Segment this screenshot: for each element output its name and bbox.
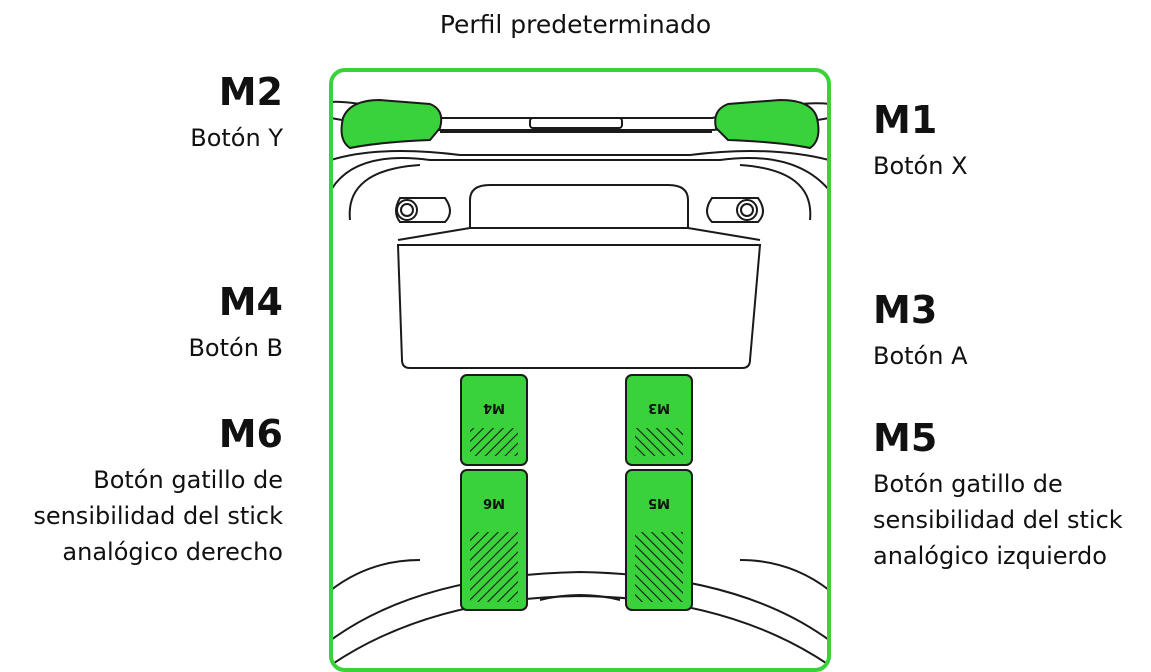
controller-shell-left <box>331 150 829 161</box>
bottom-arch-outer <box>331 570 829 641</box>
paddle-m6-label: M6 <box>483 495 505 510</box>
controller-shell-outline <box>331 157 829 191</box>
bottom-lip <box>539 594 621 601</box>
label-m2: M2 Botón Y <box>190 70 283 156</box>
paddle-m6: M6 <box>460 469 528 611</box>
panel-outline-left <box>397 227 471 241</box>
label-m2-desc: Botón Y <box>190 124 283 152</box>
paddle-m5-label: M5 <box>648 495 670 510</box>
bottom-arch-inner <box>331 594 829 666</box>
side-button-left <box>395 197 451 223</box>
diagram-title: Perfil predeterminado <box>439 10 712 39</box>
paddle-m4-label: M4 <box>483 400 505 415</box>
label-m6-desc: Botón gatillo de sensibilidad del stick … <box>33 466 283 566</box>
label-m1-desc: Botón X <box>873 152 968 180</box>
label-m4-code: M4 <box>218 280 283 324</box>
paddle-m4: M4 <box>460 374 528 466</box>
label-m3-desc: Botón A <box>873 342 968 370</box>
profile-frame <box>329 68 831 672</box>
controller-screen-panel <box>396 244 762 369</box>
label-m5-desc: Botón gatillo de sensibilidad del stick … <box>873 470 1123 570</box>
label-m3: M3 Botón A <box>873 288 968 374</box>
bumper-left-icon <box>340 98 443 150</box>
shell-inner-left <box>348 164 421 221</box>
label-m5: M5 Botón gatillo de sensibilidad del sti… <box>873 416 1151 574</box>
paddle-m3-label: M3 <box>648 400 670 415</box>
bottom-handle-left <box>331 559 421 591</box>
bumper-right-icon <box>714 98 820 150</box>
paddle-m3: M3 <box>625 374 693 466</box>
label-m1-code: M1 <box>873 98 938 142</box>
side-button-right <box>706 197 764 223</box>
panel-outline-right <box>687 227 761 241</box>
controller-hump <box>469 184 689 229</box>
label-m5-code: M5 <box>873 416 938 460</box>
label-m2-code: M2 <box>218 70 283 114</box>
paddle-m5: M5 <box>625 469 693 611</box>
bottom-handle-right <box>739 559 829 591</box>
label-m3-code: M3 <box>873 288 938 332</box>
label-m6-code: M6 <box>218 412 283 456</box>
top-center-slot <box>529 117 623 129</box>
shell-inner-right <box>739 164 812 221</box>
label-m4: M4 Botón B <box>188 280 283 366</box>
label-m6: M6 Botón gatillo de sensibilidad del sti… <box>0 412 283 570</box>
label-m1: M1 Botón X <box>873 98 968 184</box>
label-m4-desc: Botón B <box>188 334 283 362</box>
